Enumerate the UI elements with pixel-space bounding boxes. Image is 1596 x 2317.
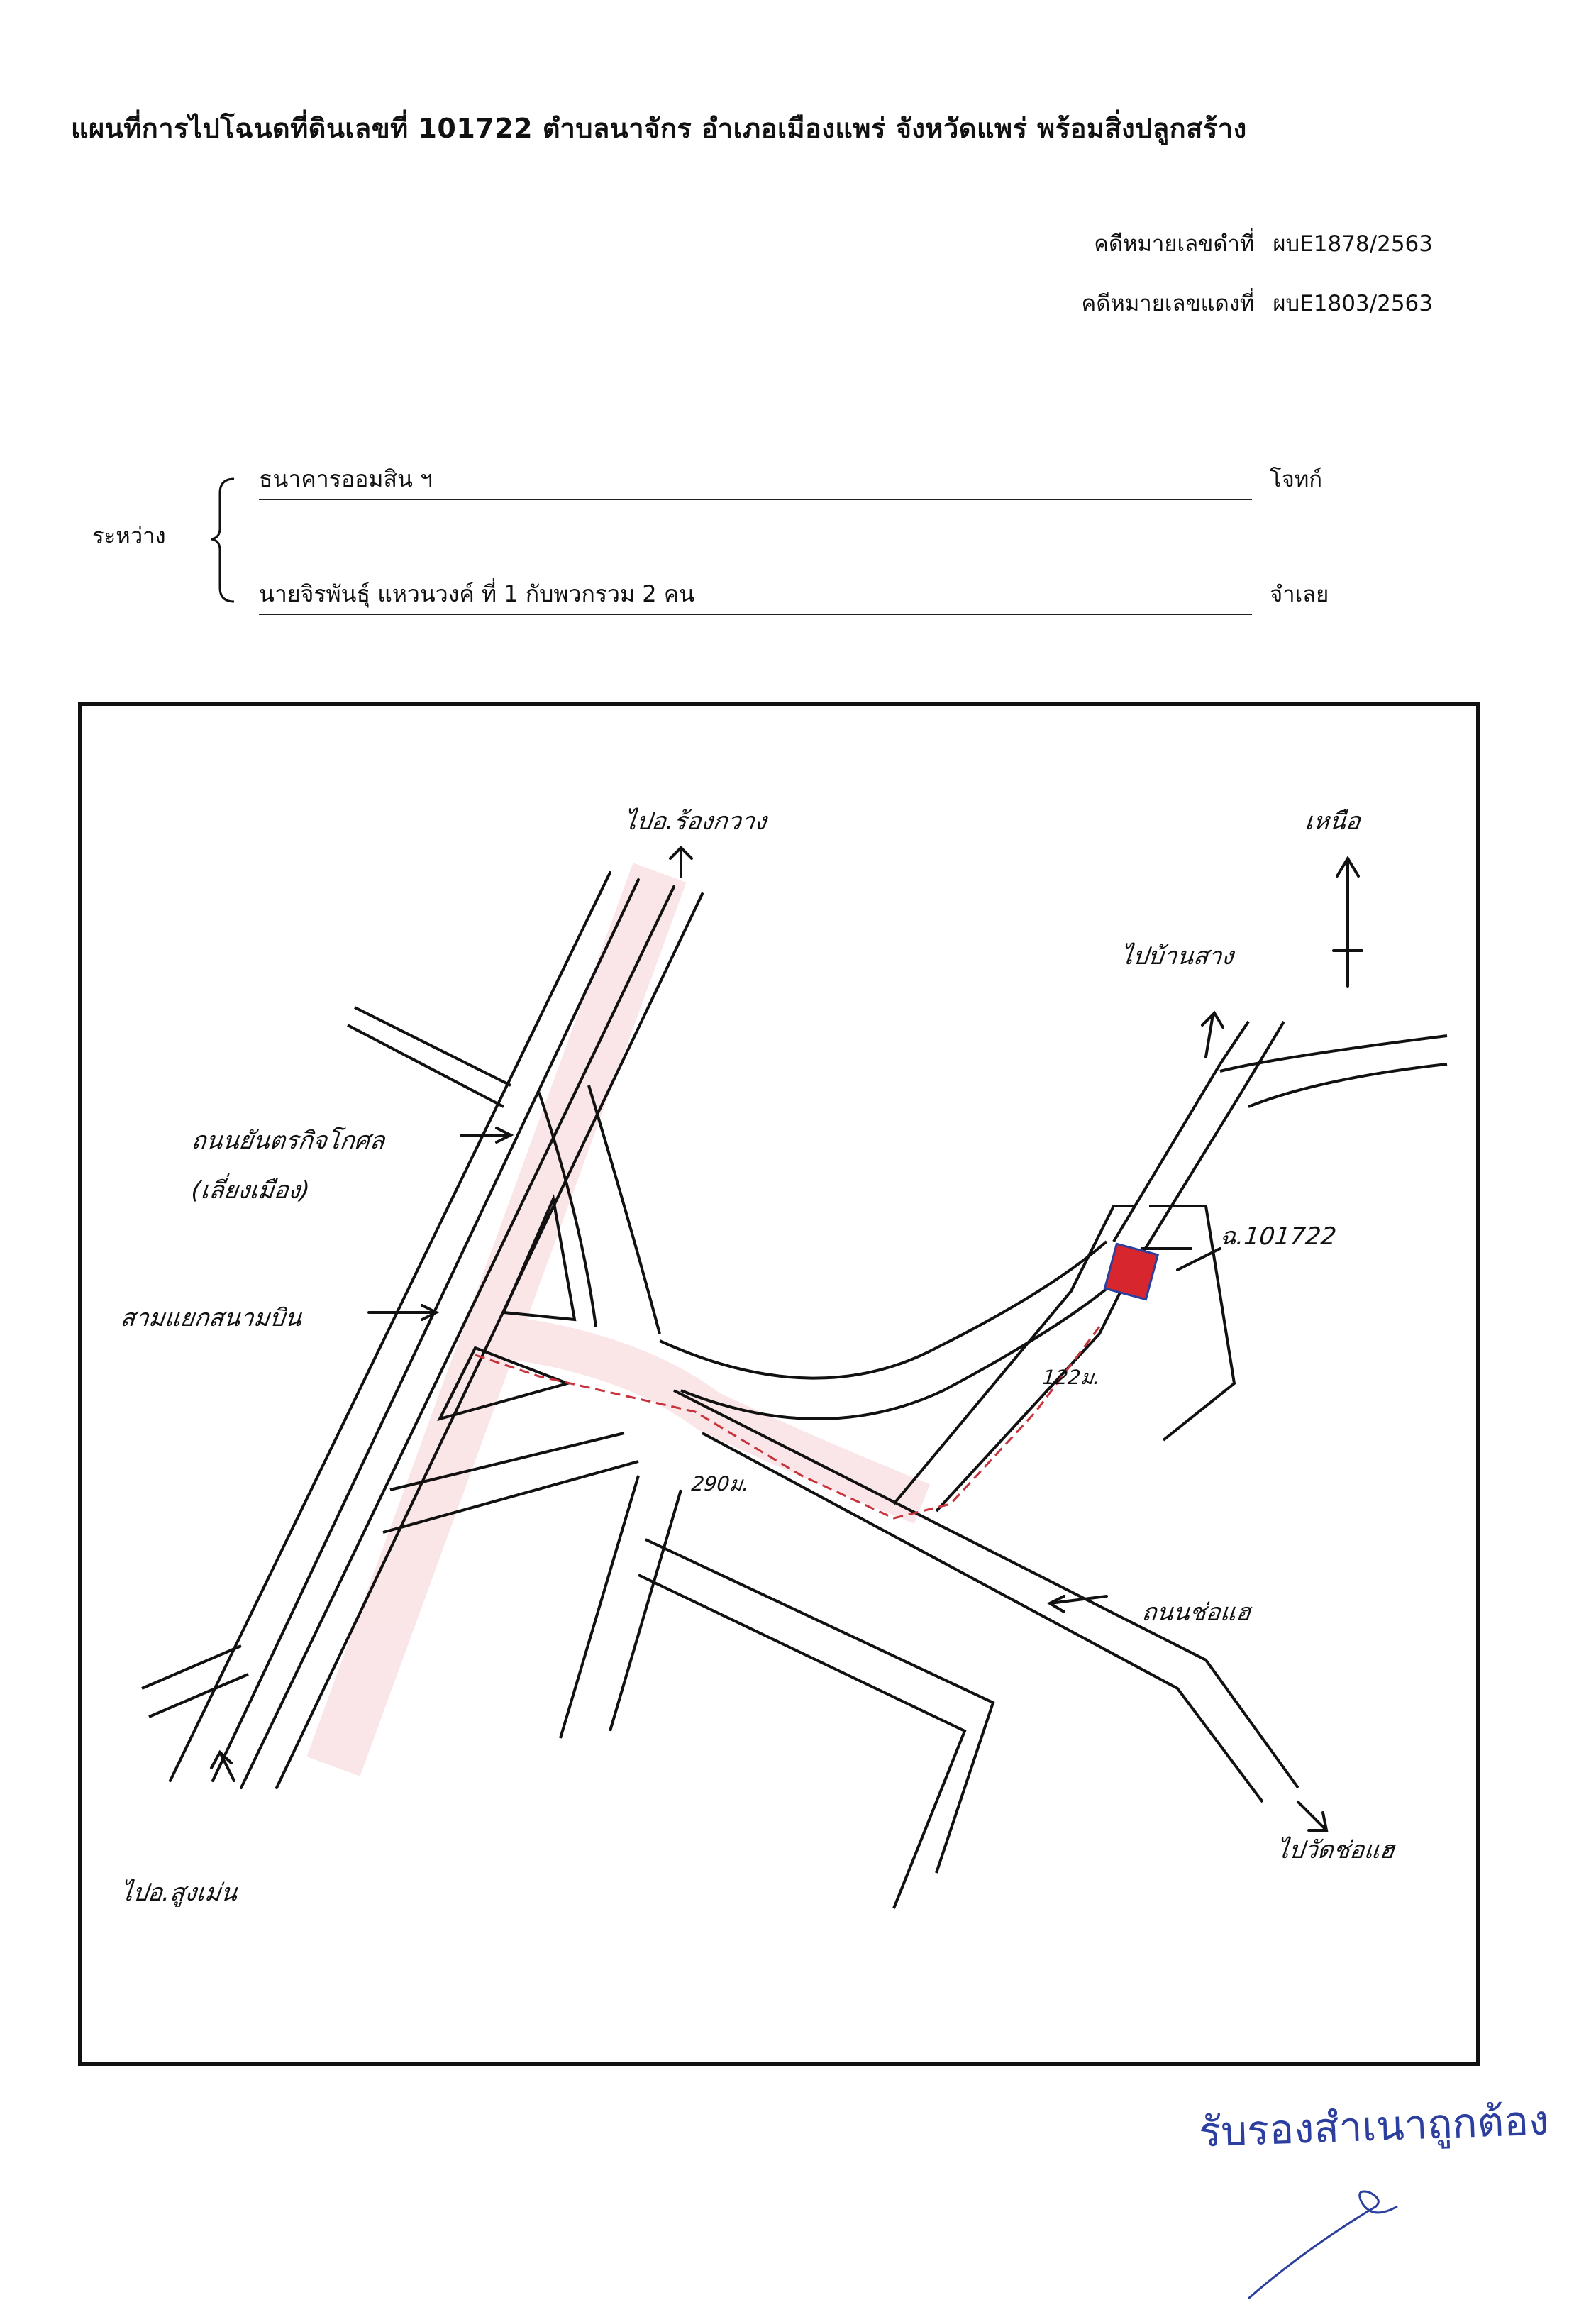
document-title: แผนที่การไปโฉนดที่ดินเลขที่ 101722 ตำบลน… bbox=[71, 113, 1247, 144]
route-line bbox=[475, 1326, 1101, 1520]
main-highway bbox=[169, 871, 704, 1789]
label-to-ban-sang: ไปบ้านสาง bbox=[1119, 942, 1236, 971]
black-case-row: คดีหมายเลขดำที่ ผบE1878/2563 bbox=[1094, 226, 1433, 261]
cho-hae-road bbox=[673, 1389, 1299, 1803]
access-road bbox=[892, 1205, 1236, 1513]
red-case-row: คดีหมายเลขแดงที่ ผบE1803/2563 bbox=[1082, 285, 1433, 321]
between-label: ระหว่าง bbox=[92, 524, 166, 549]
label-dist-short: 122ม. bbox=[1041, 1366, 1102, 1389]
road-ban-sang bbox=[659, 1020, 1448, 1420]
map-frame bbox=[78, 702, 1480, 2066]
label-to-wat-cho-hae: ไปวัดช่อแฮ bbox=[1275, 1836, 1397, 1864]
plaintiff-role: โจทก์ bbox=[1270, 467, 1323, 492]
label-north: เหนือ bbox=[1303, 807, 1362, 836]
south-roads bbox=[141, 1432, 995, 1909]
signature bbox=[1248, 2190, 1398, 2300]
route-highlight bbox=[306, 863, 931, 1776]
label-deed-number: ฉ.101722 bbox=[1218, 1222, 1338, 1251]
label-yantarakitkosol-alt: (เลี่ยงเมือง) bbox=[189, 1176, 311, 1205]
land-plot bbox=[1103, 1242, 1160, 1301]
red-case-number: ผบE1803/2563 bbox=[1273, 291, 1433, 316]
red-case-label: คดีหมายเลขแดงที่ bbox=[1081, 291, 1255, 316]
black-case-number: ผบE1878/2563 bbox=[1273, 231, 1433, 257]
label-to-sung-men: ไปอ.สูงเม่น bbox=[118, 1879, 239, 1907]
direction-arrows bbox=[210, 846, 1363, 1832]
side-road-top-left bbox=[347, 1006, 511, 1108]
label-yantarakitkosol-road: ถนนยันตรกิจโกศล bbox=[189, 1127, 387, 1155]
curve-road-north bbox=[538, 1085, 661, 1334]
junction-island bbox=[437, 1194, 577, 1422]
certification-stamp: รับรองสำเนาถูกต้อง bbox=[1197, 2096, 1550, 2157]
label-cho-hae-road: ถนนช่อแฮ bbox=[1140, 1598, 1253, 1627]
defendant-role: จำเลย bbox=[1270, 582, 1329, 607]
label-to-rong-kwang: ไปอ.ร้องกวาง bbox=[622, 807, 768, 836]
defendant-name: นายจิรพันธุ์ แหวนวงค์ ที่ 1 กับพวกรวม 2 … bbox=[259, 576, 1252, 615]
label-dist-long: 290ม. bbox=[690, 1472, 750, 1495]
black-case-label: คดีหมายเลขดำที่ bbox=[1094, 231, 1255, 257]
plaintiff-name: ธนาคารออมสิน ฯ bbox=[259, 461, 1252, 500]
bracket bbox=[211, 477, 235, 603]
label-airport-junction: สามแยกสนามบิน bbox=[118, 1304, 303, 1332]
